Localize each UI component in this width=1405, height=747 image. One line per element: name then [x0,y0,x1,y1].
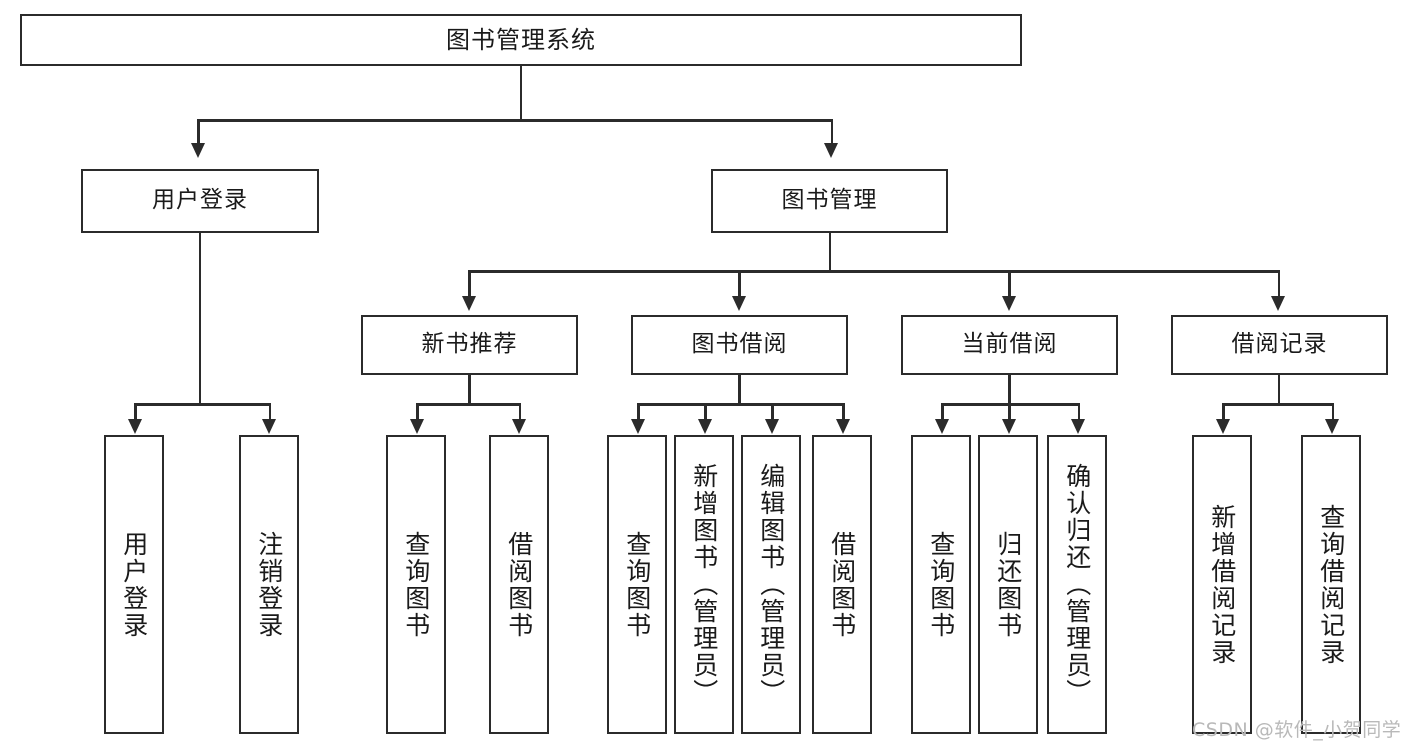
node-label: 图书管理系统 [446,25,596,54]
leaf-add-book-admin[interactable]: 新增图书（管理员） [674,435,734,734]
arrow-book-borrow-leaf-3 [765,419,779,434]
leaf-return-book[interactable]: 归还图书 [978,435,1038,734]
edge-borrow-record-drop-2 [1331,403,1334,421]
arrow-current-borrow-leaf-3 [1071,419,1085,434]
leaf-user-login[interactable]: 用户登录 [104,435,164,734]
edge-bm-drop-borrow-record [1277,270,1280,298]
arrow-root-to-user-login [191,143,205,158]
arrow-root-to-book-management [824,143,838,158]
node-label: 新书推荐 [421,331,518,358]
leaf-label: 注销登录 [254,530,284,639]
edge-new-book-bus [416,403,521,406]
arrow-current-borrow-leaf-1 [935,419,949,434]
leaf-query-book-recommend[interactable]: 查询图书 [386,435,446,734]
leaf-label: 归还图书 [993,530,1023,639]
edge-borrow-record-bus [1222,403,1334,406]
arrow-current-borrow-leaf-2 [1002,419,1016,434]
leaf-query-book-borrow[interactable]: 查询图书 [607,435,667,734]
edge-new-book-drop-2 [518,403,521,421]
edge-book-borrow-stem [738,375,741,404]
leaf-label: 查询图书 [926,530,956,639]
node-label: 借阅记录 [1231,331,1328,358]
edge-user-login-stem [198,233,201,405]
arrow-book-borrow-leaf-1 [631,419,645,434]
arrow-bm-to-borrow-record [1271,296,1285,311]
edge-current-borrow-drop-3 [1077,403,1080,421]
leaf-label: 新增图书（管理员） [689,463,719,706]
edge-user-login-bus [134,403,270,406]
edge-new-book-stem [468,375,471,404]
arrow-borrow-record-leaf-2 [1325,419,1339,434]
edge-bm-drop-new-book [468,270,471,298]
node-label: 图书借阅 [691,331,788,358]
leaf-label: 借阅图书 [827,530,857,639]
arrow-borrow-record-leaf-1 [1216,419,1230,434]
arrow-user-login-leaf-2 [262,419,276,434]
arrow-bm-to-new-book-recommend [462,296,476,311]
arrow-bm-to-book-borrow [732,296,746,311]
edge-book-borrow-drop-4 [842,403,845,421]
node-book-borrow[interactable]: 图书借阅 [631,315,848,375]
edge-new-book-drop-1 [416,403,419,421]
node-label: 用户登录 [152,187,248,214]
leaf-borrow-book[interactable]: 借阅图书 [812,435,872,734]
edge-bm-drop-book-borrow [738,270,741,298]
arrow-book-borrow-leaf-2 [698,419,712,434]
leaf-query-book-current[interactable]: 查询图书 [911,435,971,734]
edge-user-login-drop-2 [268,403,271,421]
node-book-management-system[interactable]: 图书管理系统 [20,14,1022,66]
edge-book-management-stem [828,233,831,272]
leaf-label: 借阅图书 [504,530,534,639]
node-current-borrow[interactable]: 当前借阅 [901,315,1118,375]
node-new-book-recommend[interactable]: 新书推荐 [361,315,578,375]
edge-root-bus [197,119,833,122]
edge-book-borrow-drop-2 [704,403,707,421]
leaf-label: 查询图书 [622,530,652,639]
leaf-label: 新增借阅记录 [1207,503,1237,666]
edge-current-borrow-drop-1 [941,403,944,421]
arrow-user-login-leaf-1 [128,419,142,434]
leaf-confirm-return-admin[interactable]: 确认归还（管理员） [1047,435,1107,734]
edge-book-borrow-drop-1 [637,403,640,421]
edge-current-borrow-bus [941,403,1080,406]
arrow-bm-to-current-borrow [1002,296,1016,311]
edge-book-management-bus [468,270,1280,273]
leaf-add-borrow-record[interactable]: 新增借阅记录 [1192,435,1252,734]
leaf-query-borrow-record[interactable]: 查询借阅记录 [1301,435,1361,734]
edge-borrow-record-stem [1277,375,1280,404]
leaf-label: 确认归还（管理员） [1062,463,1092,706]
leaf-borrow-book-recommend[interactable]: 借阅图书 [489,435,549,734]
leaf-logout-login[interactable]: 注销登录 [239,435,299,734]
leaf-label: 查询借阅记录 [1316,503,1346,666]
leaf-label: 编辑图书（管理员） [756,463,786,706]
edge-current-borrow-drop-2 [1008,403,1011,421]
leaf-label: 查询图书 [401,530,431,639]
edge-book-borrow-drop-3 [771,403,774,421]
leaf-edit-book-admin[interactable]: 编辑图书（管理员） [741,435,801,734]
arrow-new-book-leaf-1 [410,419,424,434]
node-label: 图书管理 [781,187,878,214]
edge-user-login-drop-1 [134,403,137,421]
edge-current-borrow-stem [1008,375,1011,404]
edge-root-to-book-management [830,119,833,145]
node-user-login[interactable]: 用户登录 [81,169,319,233]
arrow-new-book-leaf-2 [512,419,526,434]
edge-book-borrow-bus [637,403,844,406]
edge-bm-drop-current-borrow [1008,270,1011,298]
edge-borrow-record-drop-1 [1222,403,1225,421]
node-book-management[interactable]: 图书管理 [711,169,948,233]
node-borrow-record[interactable]: 借阅记录 [1171,315,1388,375]
leaf-label: 用户登录 [119,530,149,639]
node-label: 当前借阅 [961,331,1058,358]
edge-root-to-user-login [197,119,200,145]
arrow-book-borrow-leaf-4 [836,419,850,434]
edge-root-stem [519,66,522,121]
